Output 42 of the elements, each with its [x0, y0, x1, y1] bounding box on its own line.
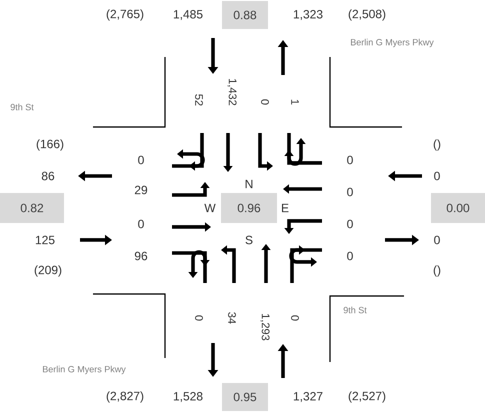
volume-label: 1,327 — [294, 392, 322, 402]
volume-label: (2,827) — [106, 391, 144, 403]
street-name: 9th St — [344, 306, 367, 314]
volume-label: 0 — [195, 315, 203, 321]
volume-label: 0 — [291, 315, 299, 321]
volume-label: 0 — [434, 172, 440, 180]
volume-label: 0 — [347, 220, 353, 228]
volume-label: (2,508) — [348, 9, 386, 21]
volume-label: 86 — [42, 172, 54, 180]
volume-label: 1,432 — [227, 79, 237, 106]
volume-label: 52 — [195, 94, 203, 106]
volume-label: 0 — [261, 99, 269, 105]
volume-label: (2,765) — [106, 9, 144, 21]
volume-label: (2,527) — [348, 391, 386, 403]
volume-label: 125 — [36, 236, 54, 244]
volume-label: 29 — [134, 186, 148, 194]
ratio-box: 0.96 — [221, 193, 277, 223]
volume-label: () — [434, 265, 440, 277]
street-name: 9th St — [10, 104, 34, 110]
volume-label: 1,293 — [260, 314, 270, 340]
volume-label: 0 — [347, 156, 353, 164]
volume-label: 34 — [228, 312, 236, 324]
street-name: Berlin G Myers Pkwy — [350, 38, 434, 48]
volume-label: 0 — [347, 188, 353, 196]
volume-label: 1,528 — [174, 392, 202, 402]
volume-label: S — [246, 236, 252, 244]
volume-label: (209) — [34, 265, 62, 277]
volume-label: 0 — [138, 156, 144, 164]
volume-label: 1,323 — [294, 10, 322, 20]
volume-label: 0 — [138, 220, 144, 228]
volume-label: 1 — [291, 100, 299, 105]
volume-label: () — [434, 139, 440, 151]
volume-label: 0 — [347, 252, 353, 260]
ratio-box: 0.88 — [222, 1, 268, 29]
ratio-box: 0.95 — [222, 382, 268, 411]
ratio-box: 0.00 — [431, 193, 485, 223]
volume-label: 1,485 — [174, 10, 202, 20]
volume-label: (166) — [36, 139, 64, 151]
ratio-box: 0.82 — [0, 193, 64, 223]
volume-label: 96 — [134, 252, 148, 260]
street-name: Berlin G Myers Pkwy — [42, 366, 126, 374]
volume-label: 0 — [434, 236, 440, 244]
